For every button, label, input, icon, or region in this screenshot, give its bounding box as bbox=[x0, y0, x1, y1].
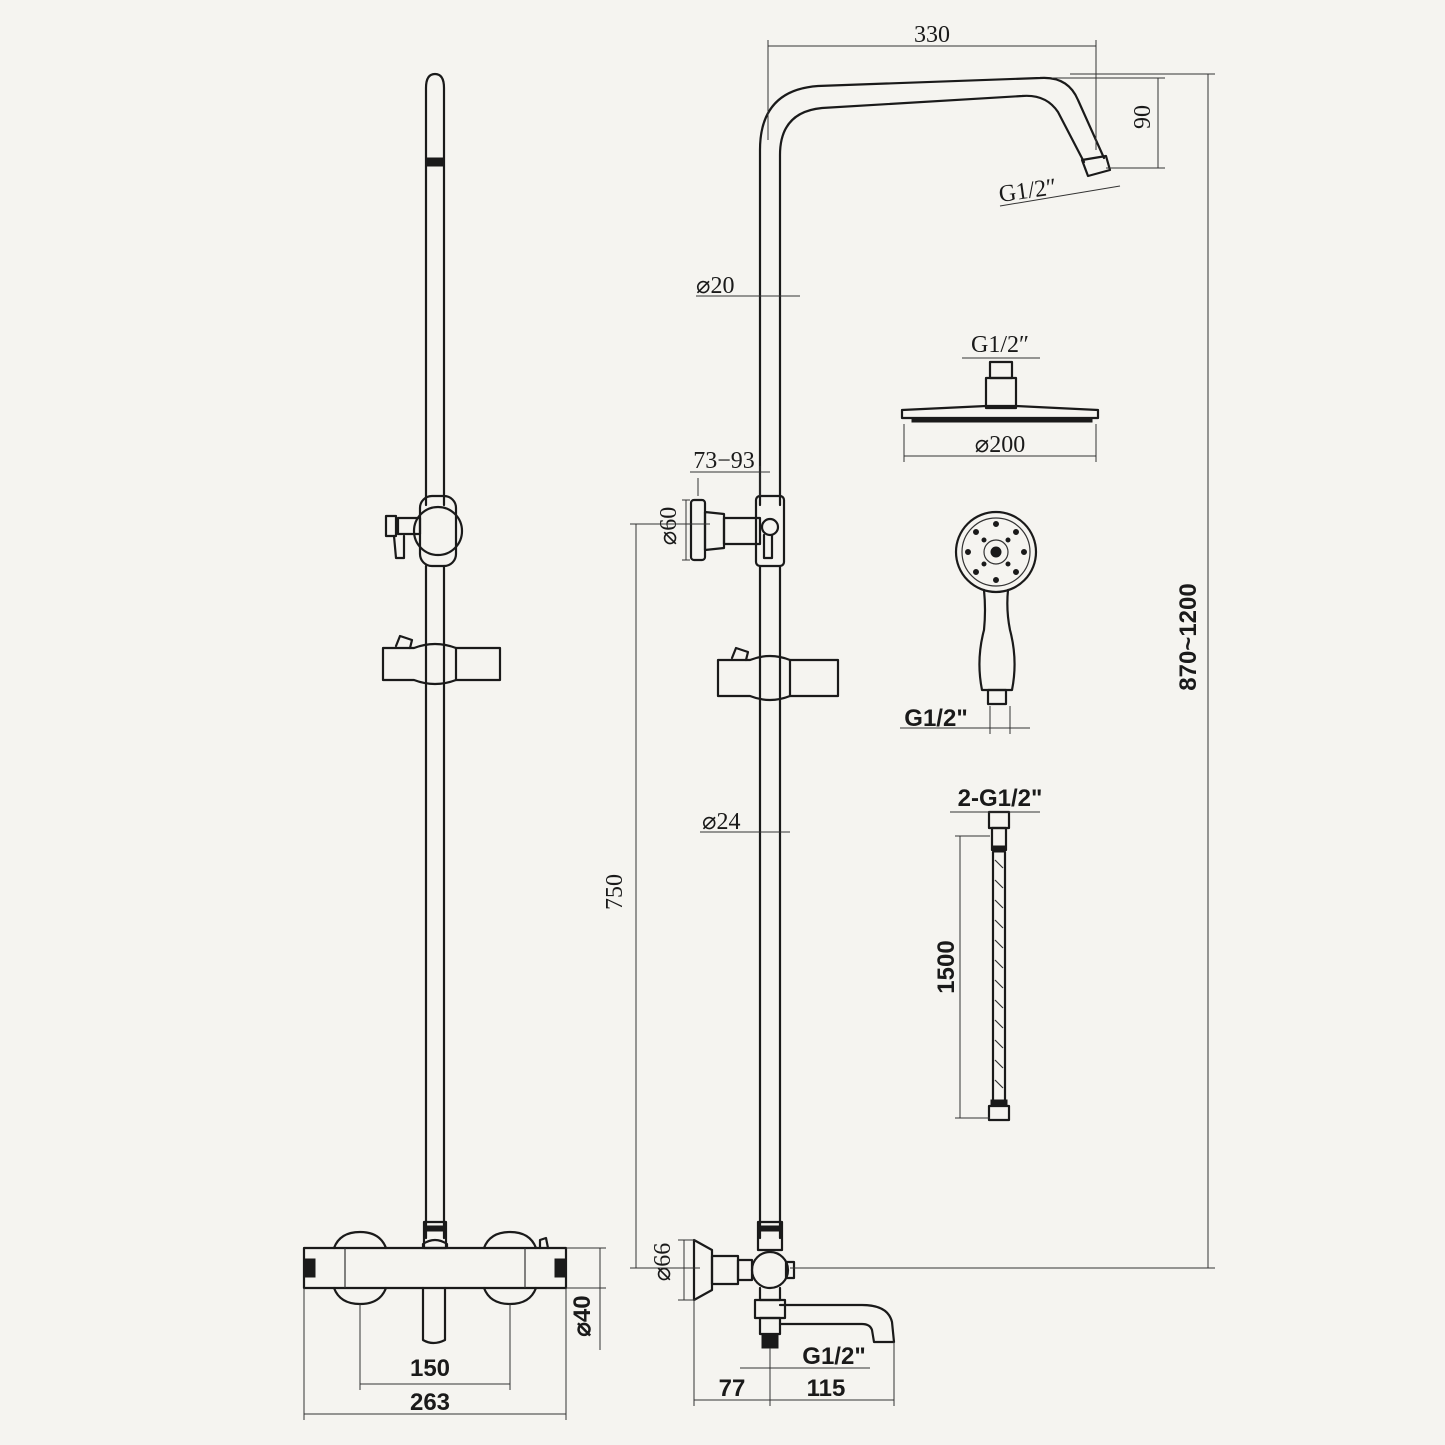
front-holder bbox=[384, 494, 464, 568]
label-valve-width: 263 bbox=[410, 1389, 450, 1416]
label-head-thread: G1/2″ bbox=[971, 332, 1029, 358]
label-total-height: 870~1200 bbox=[1175, 583, 1202, 690]
label-valve-body-dia: ⌀40 bbox=[569, 1295, 596, 1336]
label-hose-length: 1500 bbox=[933, 940, 960, 993]
shower-head bbox=[900, 360, 1100, 423]
label-handset-thread: G1/2" bbox=[904, 705, 967, 732]
side-overhead-arm bbox=[758, 76, 1106, 507]
dimension-lines bbox=[303, 40, 1215, 1420]
label-lower-pipe-dia: ⌀24 bbox=[702, 809, 740, 835]
front-pipe-joint bbox=[426, 157, 444, 167]
label-holder-adjust: 73−93 bbox=[693, 448, 755, 474]
shower-hose bbox=[987, 810, 1011, 1122]
label-spout-thread: G1/2" bbox=[802, 1343, 865, 1370]
label-hose-threads: 2-G1/2" bbox=[958, 785, 1043, 812]
side-arm-connector bbox=[1080, 154, 1112, 178]
side-slider bbox=[716, 646, 840, 702]
label-arm-thread: G1/2″ bbox=[997, 174, 1058, 208]
front-view bbox=[302, 72, 568, 1345]
side-valve bbox=[692, 1238, 896, 1349]
front-slider bbox=[381, 634, 502, 686]
label-centres: 150 bbox=[410, 1355, 450, 1382]
label-escutcheon-dia: ⌀66 bbox=[650, 1243, 676, 1281]
label-arm-reach: 330 bbox=[914, 22, 950, 48]
label-upper-pipe-dia: ⌀20 bbox=[696, 273, 734, 299]
side-holder bbox=[689, 494, 786, 568]
label-spout-reach: 115 bbox=[807, 1375, 846, 1402]
label-holder-dia: ⌀60 bbox=[656, 507, 682, 545]
dimension-labels: 330 90 G1/2″ ⌀20 G1/2″ ⌀200 73−93 ⌀60 G1… bbox=[410, 22, 1202, 1416]
front-upper-pipe bbox=[424, 72, 446, 507]
front-valve-body bbox=[302, 1230, 568, 1345]
side-view bbox=[689, 76, 1112, 1349]
label-head-dia: ⌀200 bbox=[975, 432, 1025, 458]
hand-shower bbox=[954, 510, 1038, 706]
label-arm-drop: 90 bbox=[1130, 105, 1156, 129]
side-lower-pipe bbox=[758, 564, 782, 1240]
label-wall-offset: 77 bbox=[719, 1375, 746, 1402]
front-lower-pipe bbox=[424, 564, 446, 1240]
label-valve-to-holder: 750 bbox=[602, 874, 628, 910]
